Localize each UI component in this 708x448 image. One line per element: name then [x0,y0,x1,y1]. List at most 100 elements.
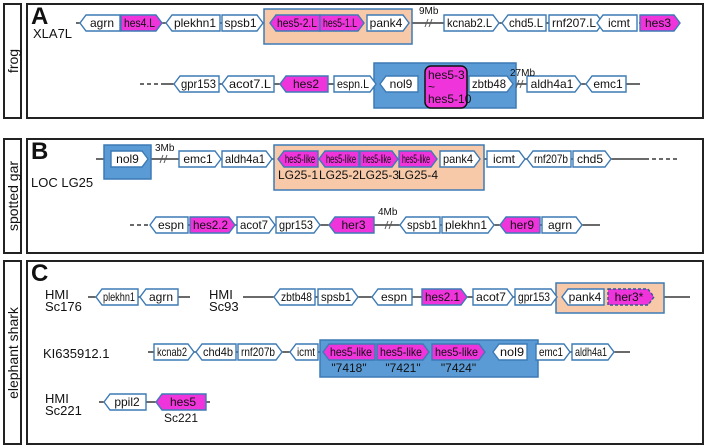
gene-label: hes2.2 [193,218,228,232]
gene-nol9: nol9 [379,75,419,93]
gene-label: gpr153 [518,290,550,304]
gene-label: nol9 [390,77,413,91]
gene-label: plekhn1 [103,290,135,304]
gene-aldh4a1: aldh4a1 [526,75,582,93]
gene-sublabel: "7424" [441,361,476,375]
gene-label: hes3 [645,16,671,30]
locus-label-hmi-sc93: HMI Sc93 [209,287,239,314]
gene-sublabel: "7421" [385,361,420,375]
gene-zbtb48: zbtb48 [468,75,514,93]
gene-sublabel: "7418" [331,361,366,375]
gene-label: chd5.L [509,16,543,30]
gene-pank4: pank4 [366,14,410,32]
gene-espn-l: espn.L [333,75,377,93]
gene-label: zbtb48 [281,290,312,304]
gene-sublabel: Sc221 [164,411,198,425]
break-mark [428,18,433,28]
gene-rnf207-l: rnf207.L [548,14,604,32]
gene-label: agrn [149,290,173,304]
distance-label: 9Mb [419,6,439,17]
gene-label: acot7 [476,290,506,304]
gene-arrow-shape [110,150,149,168]
gene-label: hes5-like [402,152,430,166]
gene-arrow-shape [149,216,189,234]
gene-label: hes5-like [435,345,478,359]
gene-aldh4a1: aldh4a1 [221,150,273,168]
gene-plekhn1: plekhn1 [165,14,221,32]
gene-arrow-shape [379,75,419,93]
gene-label: emc1 [593,77,623,91]
gene-hes4-l: hes4.L [120,14,163,32]
gene-icmt: icmt [596,14,638,32]
gene-arrow-shape [195,343,237,361]
gene-gpr153: gpr153 [173,75,220,93]
distance-label: 3Mb [155,143,175,154]
gene-label: chd4b [203,345,233,359]
gene-label: gpr153 [181,77,216,91]
gene-arrow-shape [333,75,377,93]
gene-arrow-shape [139,288,179,306]
gene-hes5-1-l: hes5-1.L [319,14,365,32]
gene-hes2-1: hes2.1 [421,288,468,306]
gene-sublabel: LG25-2 [319,168,359,182]
gene-hes2: hes2 [279,75,329,93]
gene-arrow-shape [221,14,264,32]
distance-label: 4Mb [378,207,398,218]
gene-label: her3 [341,218,365,232]
gene-nol9: nol9 [110,150,149,168]
gene-emc1: emc1 [178,150,222,168]
gene-spsb1: spsb1 [221,14,264,32]
gene-arrow-shape [561,288,605,306]
gene-sublabel: LG25-1 [278,168,318,182]
panel-b [26,138,704,254]
gene-arrow-shape [585,75,627,93]
gene-acot7: acot7 [236,216,276,234]
gene-label: hes2.1 [425,290,460,304]
gene-hes2-2: hes2.2 [189,216,236,234]
hes-cluster-label: hes5-3 [428,68,465,82]
break-mark [515,79,520,89]
break-mark [163,154,168,164]
gene-label: emc1 [183,152,213,166]
gene-chd4b: chd4b [195,343,237,361]
gene-arrow-shape [221,150,273,168]
gene-label: hes5-like [285,152,315,166]
gene-hes5-like: hes5-like "7421" [376,343,430,375]
gene-kcnab2-l: kcnab2.L [443,14,500,32]
gene-espn: espn [371,288,413,306]
gene-spsb1: spsb1 [399,216,441,234]
gene-label: pank4 [443,152,473,166]
gene-label: hes5-2.L [277,16,317,30]
gene-label: icmt [493,152,516,166]
gene-plekhn1: plekhn1 [95,288,139,306]
gene-arrow-shape [178,150,222,168]
gene-arrow-shape [399,216,441,234]
gene-label: rnf207.L [552,16,596,30]
gene-acot7: acot7 [472,288,514,306]
gene-arrow-shape [571,343,615,361]
gene-label: hes5-like [380,345,422,359]
break-mark [424,18,429,28]
gene-label: hes5-1.L [323,16,357,30]
gene-arrow-shape [95,288,139,306]
hes-cluster-label: ~ [428,80,435,94]
gene-emc1: emc1 [585,75,627,93]
gene-arrow-shape [639,14,681,32]
gene-pank4: pank4 [561,288,605,306]
gene-agrn: agrn [139,288,179,306]
gene-label: rnf207b [241,345,275,359]
gene-emc1: emc1 [535,343,571,361]
gene-her3: her3 [328,216,375,234]
gene-arrow-shape [441,216,495,234]
gene-label: aldh4a1 [531,77,574,91]
gene-chd5: chd5 [572,150,612,168]
gene-arrow-shape [431,343,486,361]
gene-arrow-shape [153,343,195,361]
panel-letter-b: B [31,138,49,165]
gene-label: nol9 [116,152,139,166]
gene-arrow-shape [79,14,121,32]
